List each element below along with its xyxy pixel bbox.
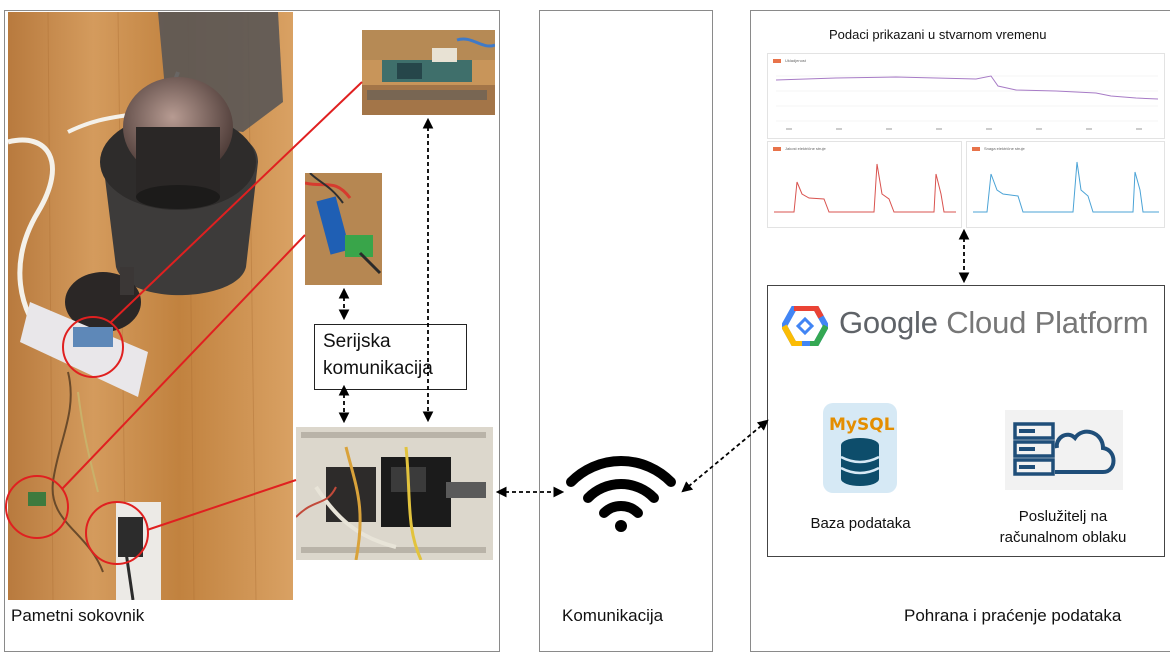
communication-panel xyxy=(539,10,713,652)
chart-card-power: Snaga električne struje xyxy=(966,141,1165,228)
highlight-line-sensor xyxy=(109,81,363,324)
highlight-line-current xyxy=(61,234,306,490)
chart-card-current: Jakost električne struje xyxy=(767,141,962,228)
juicer-photo xyxy=(8,12,293,600)
highlight-circle-sensor xyxy=(62,316,124,378)
caption-storage: Pohrana i praćenje podataka xyxy=(904,606,1122,625)
chart-tag xyxy=(773,59,781,63)
serial-communication-label: Serijska komunikacija xyxy=(314,324,467,390)
gcp-hexagon-logo xyxy=(782,306,828,346)
server-label: Poslužitelj na računalnom oblaku xyxy=(983,506,1143,548)
cloud-server-icon xyxy=(1005,410,1123,490)
series-line-current xyxy=(774,163,956,213)
arrow-wifi-to-cloud xyxy=(681,419,769,493)
arduino-photo xyxy=(296,427,493,560)
gcp-cloud-platform-words: Cloud Platform xyxy=(946,305,1149,340)
chart-title-power: Snaga električne struje xyxy=(984,146,1025,151)
chart-title-main: Ukladjenost xyxy=(785,58,806,63)
highlight-line-arduino xyxy=(146,479,297,531)
dashboard-title: Podaci prikazani u stvarnom vremenu xyxy=(829,27,1047,42)
mysql-logo-text: MySQL xyxy=(829,415,895,435)
connector-overlay xyxy=(5,81,970,565)
database-label: Baza podataka xyxy=(810,515,911,532)
highlight-circle-current xyxy=(5,475,69,539)
caption-communication: Komunikacija xyxy=(562,606,664,625)
highlight-circle-arduino xyxy=(85,501,149,565)
series-line-power xyxy=(973,161,1159,213)
serial-label-line1: Serijska xyxy=(323,331,391,352)
gcp-google-word: Google xyxy=(839,305,938,340)
server-label-line1: Poslužitelj na xyxy=(1018,508,1108,525)
serial-label-line2: komunikacija xyxy=(323,358,433,379)
caption-juicer: Pametni sokovnik xyxy=(11,606,145,625)
sensor-board-photo xyxy=(362,30,495,115)
chart-card-main: Ukladjenost xyxy=(767,53,1165,139)
chart-title-current: Jakost električne struje xyxy=(785,146,826,151)
server-label-line2: računalnom oblaku xyxy=(999,529,1127,546)
mysql-database-icon: MySQL xyxy=(823,403,897,493)
wifi-icon xyxy=(566,455,676,532)
chart-tag xyxy=(773,147,781,151)
current-sensor-photo xyxy=(305,173,382,285)
gcp-wordmark: Google Cloud Platform xyxy=(839,305,1149,341)
series-line-main xyxy=(776,75,1158,100)
chart-tag xyxy=(972,147,980,151)
